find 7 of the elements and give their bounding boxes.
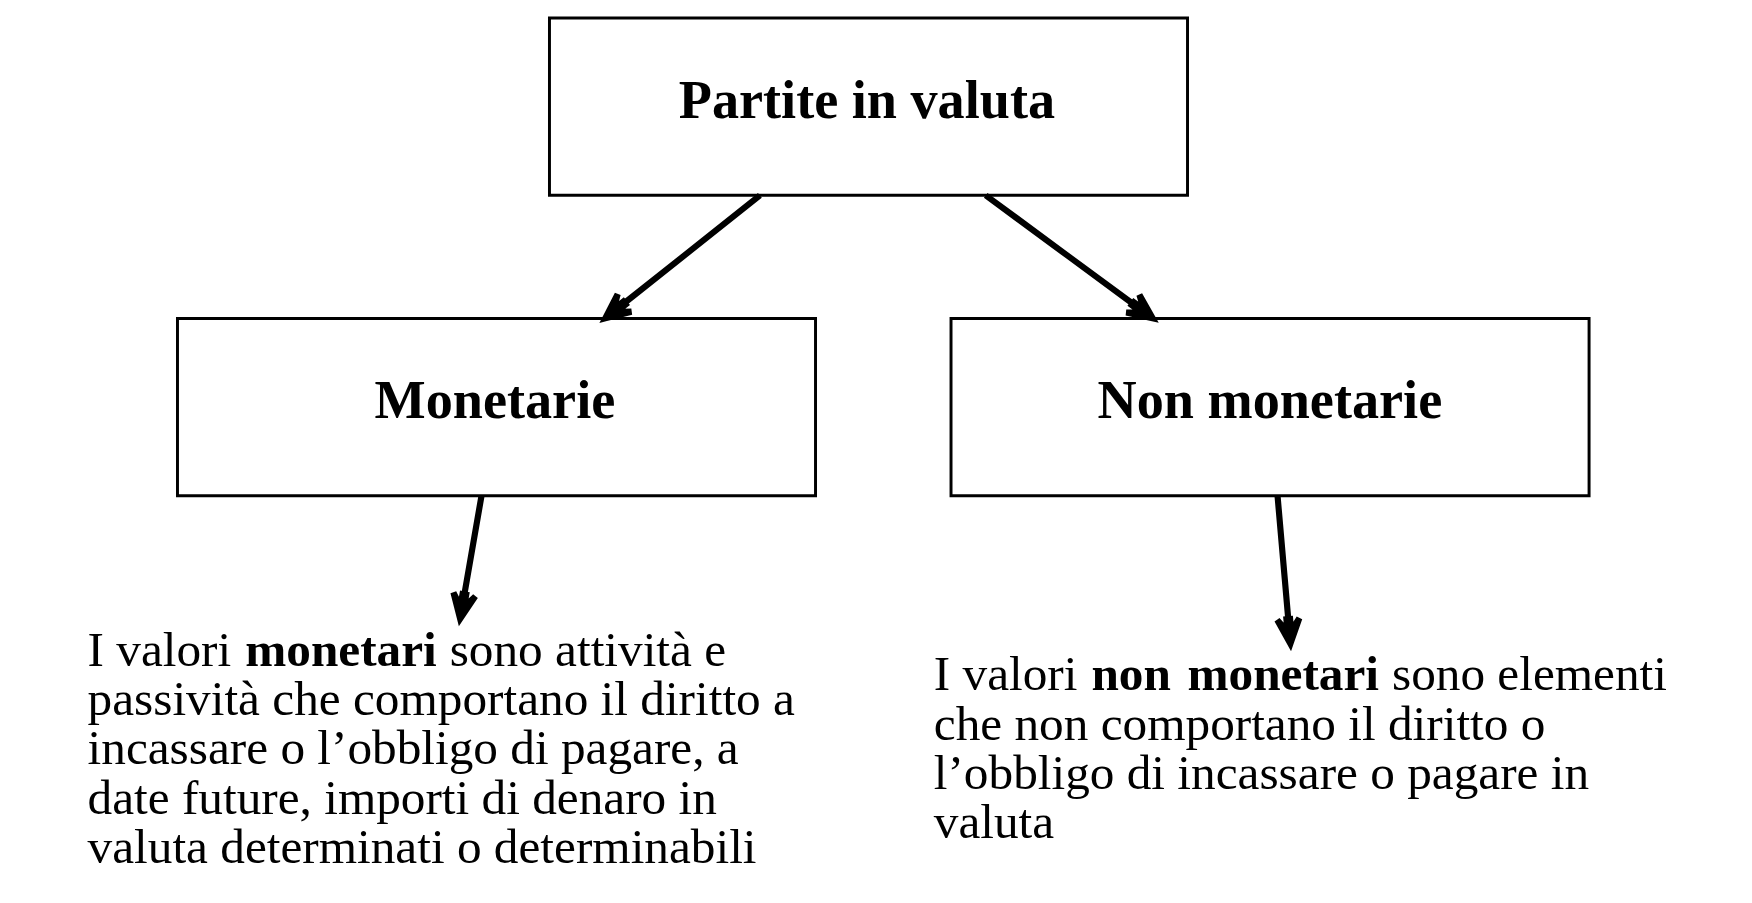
node-box: Partite in valuta [547,16,1189,197]
arrow [601,192,762,322]
node-text: I valori monetari sono attività e passività che comportano il diritto a incassare o l’obbligo di pagare, a date future, importi di denaro in valuta determinati o determinabili [87,621,795,874]
arrow [983,192,1156,322]
node-text: I valori non monetari sono elementi che non comportano il diritto o l’obbligo di incassare o pagare in valuta [933,646,1667,850]
node-box: Non monetarie [949,317,1591,498]
node-box: Monetarie [175,317,817,498]
